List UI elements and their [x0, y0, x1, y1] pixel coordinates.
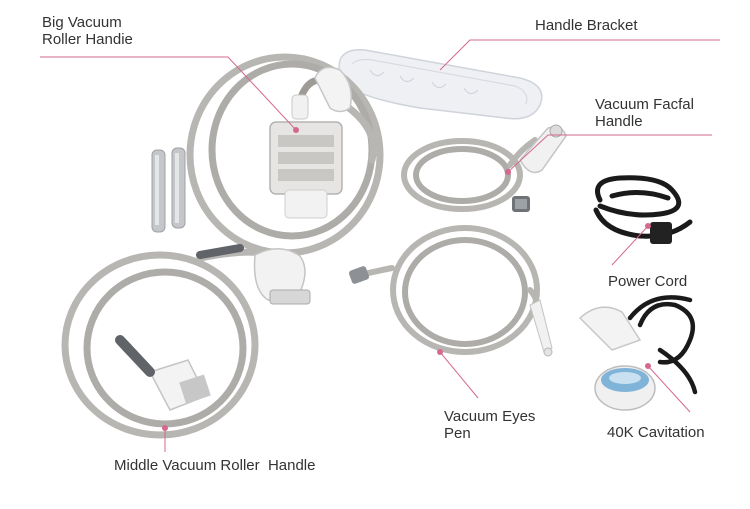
- upper-handle-piece: [314, 66, 352, 113]
- vacuum-facial-handle-part: [505, 124, 567, 175]
- middle-roller-cable: [61, 248, 274, 439]
- middle-roller-connector: [196, 244, 244, 259]
- power-cord-part: [593, 175, 693, 239]
- leader-cavitation: [647, 365, 691, 413]
- facial-connector: [512, 196, 530, 212]
- metal-rods: [151, 147, 186, 233]
- eyes-pen-part: [348, 266, 553, 357]
- eyes-pen-label: Vacuum Eyes Pen: [444, 408, 536, 442]
- leader-lines: [40, 39, 720, 452]
- cavitation-cord: [627, 295, 698, 395]
- handle-bracket-label: Handle Bracket: [535, 17, 638, 34]
- leader-handle-bracket: [439, 39, 720, 71]
- leader-power-cord: [611, 225, 649, 266]
- middle-roller-label: Middle Vacuum Roller Handle: [114, 457, 316, 474]
- big-roller-handle-part: [269, 121, 343, 219]
- middle-roller-handle-part: [115, 248, 311, 431]
- leader-facial-handle: [507, 134, 712, 173]
- power-plug: [650, 222, 672, 244]
- power-cord-label: Power Cord: [608, 273, 688, 290]
- leader-big-roller: [40, 56, 297, 131]
- big-roller-label: Big Vacuum Roller Handie: [42, 14, 133, 48]
- eyes-pen-cable: [357, 225, 542, 355]
- small-handle-grip: [291, 94, 309, 120]
- cavitation-label: 40K Cavitation: [607, 424, 705, 441]
- leader-eyes-pen: [439, 351, 479, 399]
- cavitation-handle-part: [578, 306, 656, 411]
- facial-handle-label: Vacuum Facfal Handle: [595, 96, 694, 130]
